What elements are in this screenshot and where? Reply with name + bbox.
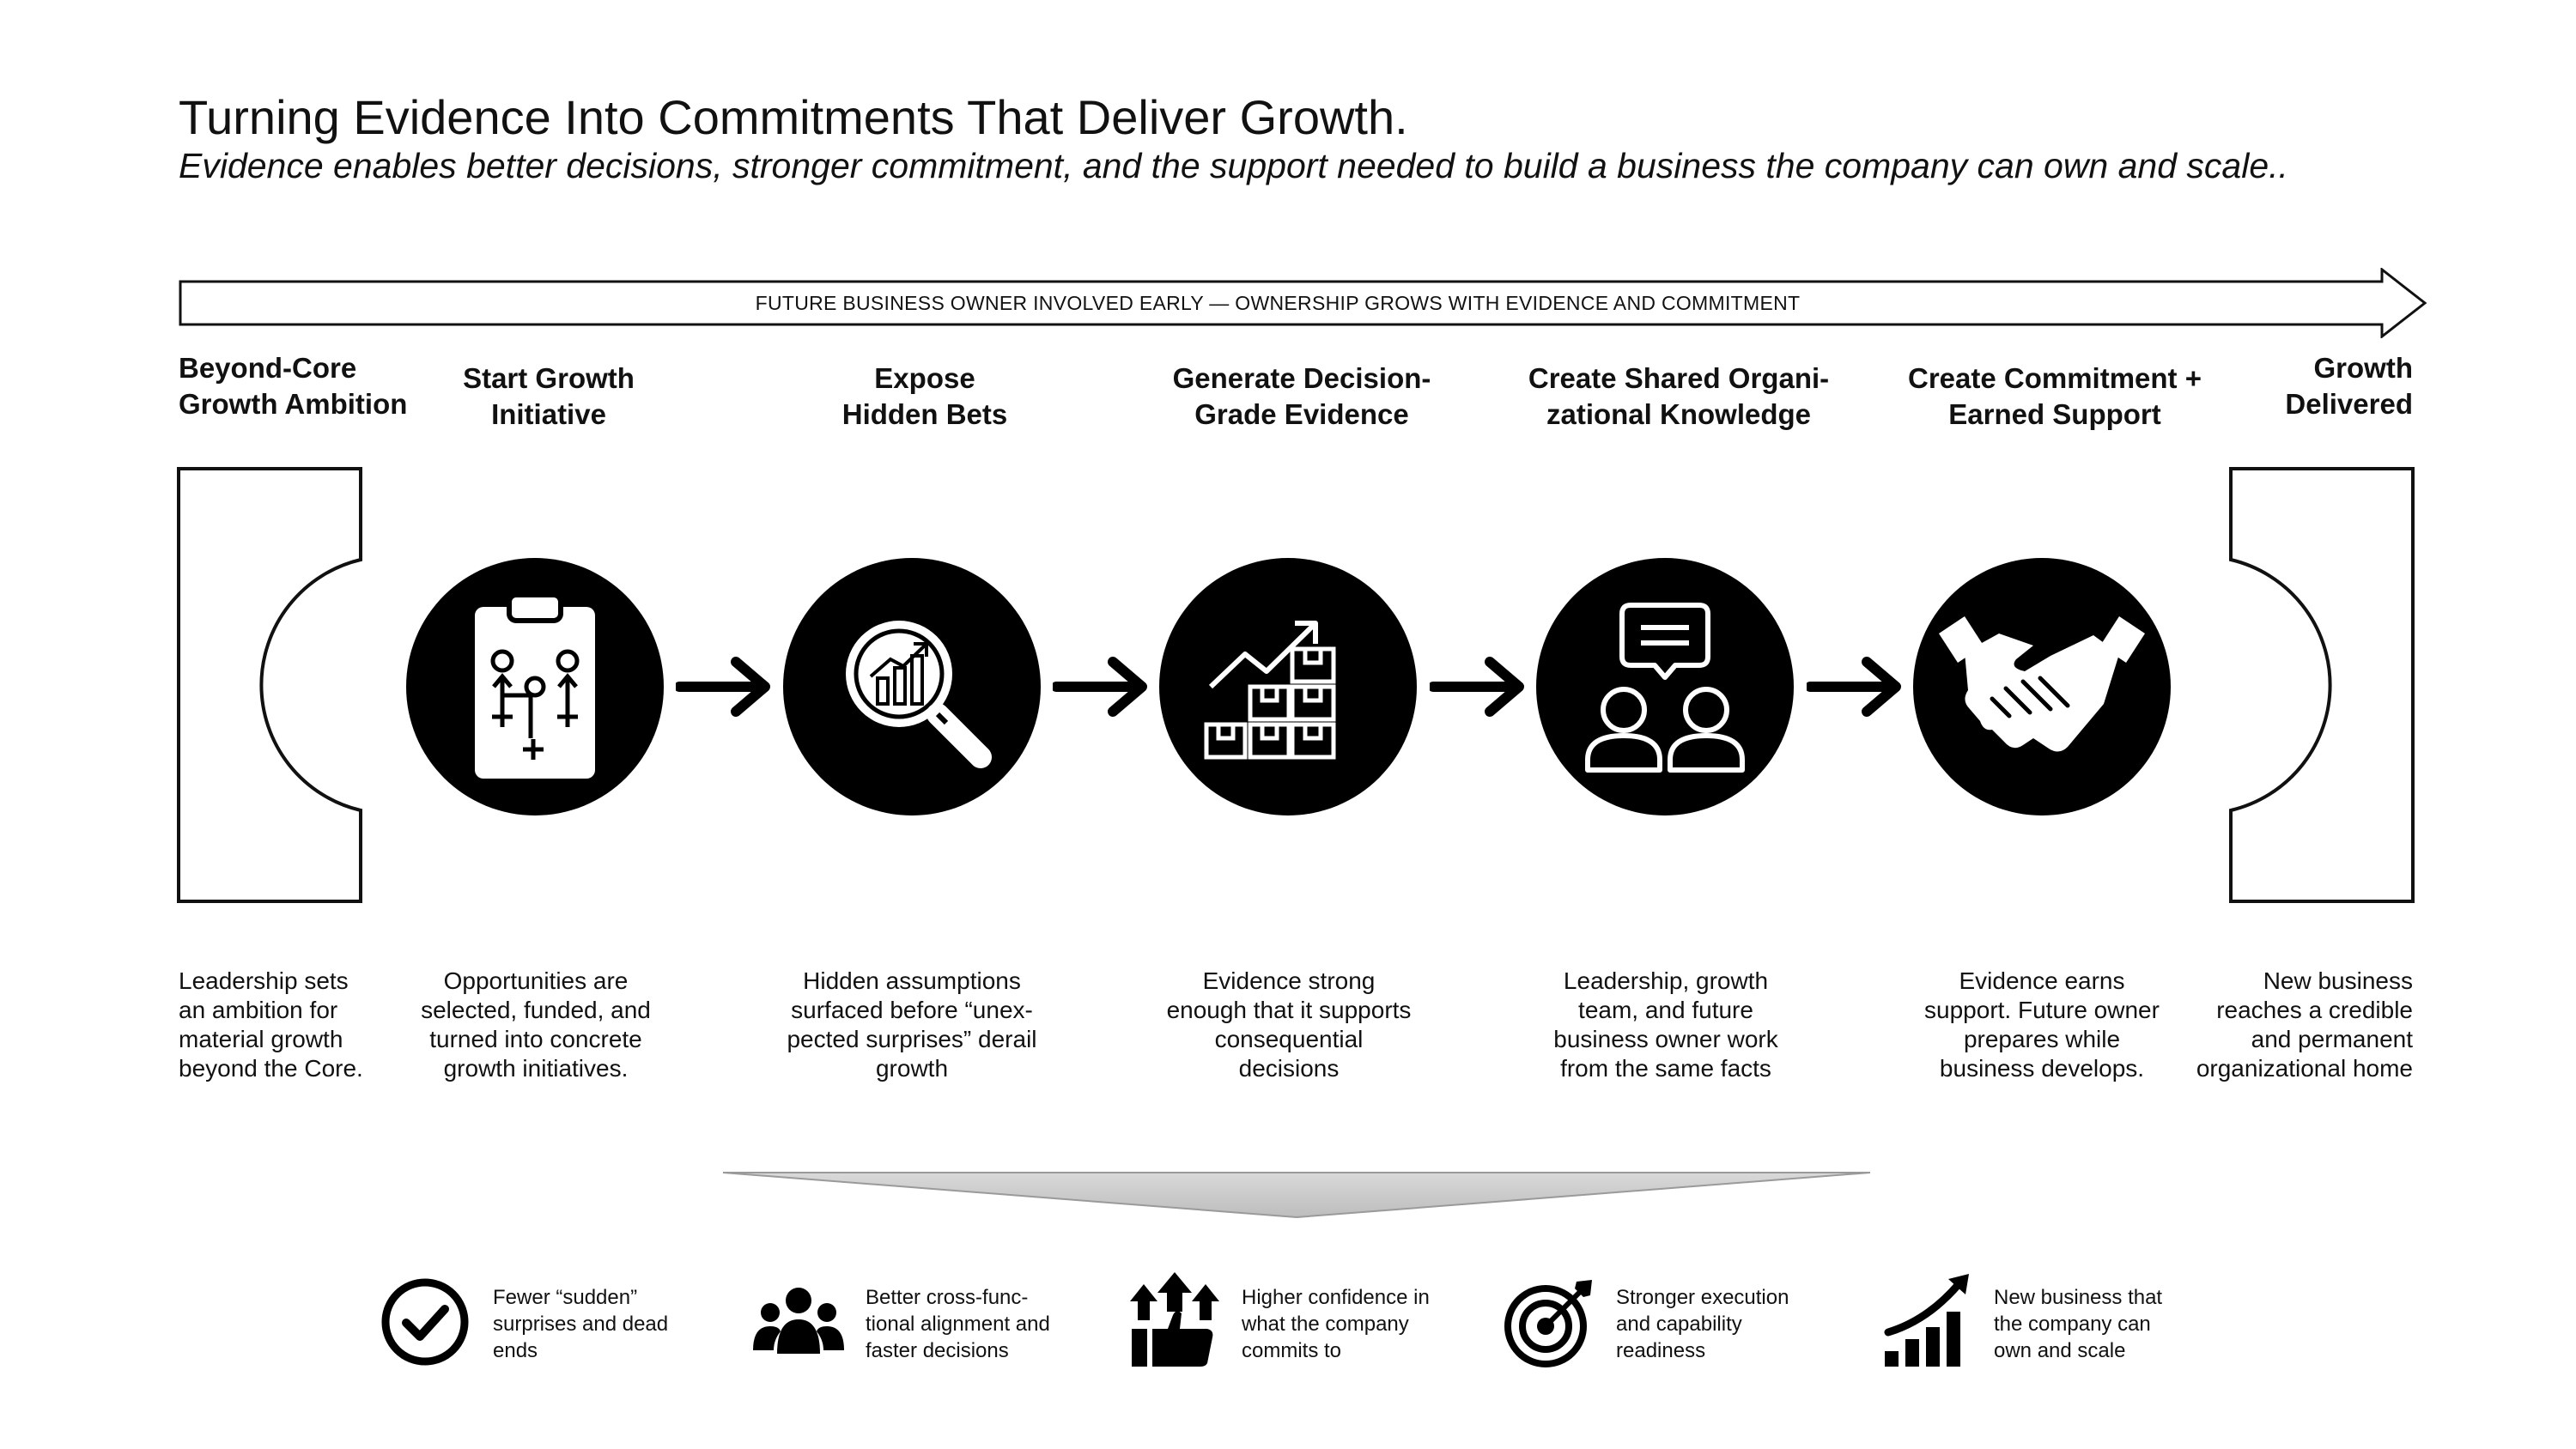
left-bracket-shape bbox=[177, 467, 366, 909]
desc-line: selected, funded, and bbox=[421, 997, 651, 1023]
stage-description-generate-evidence: Evidence strong enough that it supports … bbox=[1151, 967, 1426, 1083]
desc-line: decisions bbox=[1238, 1055, 1340, 1082]
page-title: Turning Evidence Into Commitments That D… bbox=[179, 90, 1408, 144]
desc-line: business owner work bbox=[1553, 1026, 1778, 1052]
benefit-line: Higher confidence in bbox=[1242, 1286, 1430, 1309]
benefit-line: Fewer “sudden” bbox=[493, 1286, 638, 1309]
stage-heading-shared-knowledge: Create Shared Organi- zational Knowledge bbox=[1507, 361, 1850, 433]
stage-heading-generate-evidence: Generate Decision- Grade Evidence bbox=[1130, 361, 1473, 433]
heading-line: Start Growth bbox=[463, 362, 635, 394]
stage-heading-expose-bets: Expose Hidden Bets bbox=[753, 361, 1097, 433]
heading-line: Expose bbox=[874, 362, 975, 394]
desc-line: pected surprises” derail bbox=[787, 1026, 1037, 1052]
benefit-line: ends bbox=[493, 1339, 538, 1362]
benefit-line: surprises and dead bbox=[493, 1313, 669, 1336]
thumbs-up-arrows-icon bbox=[1123, 1269, 1226, 1372]
desc-line: Leadership sets bbox=[179, 967, 349, 994]
desc-line: New business bbox=[2263, 967, 2413, 994]
flow-arrow bbox=[1805, 657, 1910, 717]
desc-line: organizational home bbox=[2196, 1055, 2413, 1082]
handshake-icon bbox=[1913, 558, 2171, 815]
benefit-text-execution: Stronger execution and capability readin… bbox=[1616, 1284, 1831, 1364]
flow-arrow bbox=[674, 657, 779, 717]
stage-heading-beyond-core: Beyond-Core Growth Ambition bbox=[179, 350, 407, 422]
desc-line: reaches a credible bbox=[2216, 997, 2413, 1023]
heading-line: Growth Ambition bbox=[179, 388, 408, 420]
desc-line: support. Future owner bbox=[1924, 997, 2160, 1023]
desc-line: Evidence earns bbox=[1959, 967, 2125, 994]
heading-line: zational Knowledge bbox=[1546, 398, 1812, 430]
stage-description-growth-delivered: New business reaches a credible and perm… bbox=[2138, 967, 2413, 1083]
desc-line: turned into concrete bbox=[429, 1026, 642, 1052]
clipboard-strategy-icon bbox=[406, 558, 664, 815]
heading-line: Beyond-Core bbox=[179, 352, 357, 384]
stage-description-start-growth: Opportunities are selected, funded, and … bbox=[398, 967, 673, 1083]
summary-funnel-shape bbox=[721, 1169, 1872, 1225]
stage-description-beyond-core: Leadership sets an ambition for material… bbox=[179, 967, 402, 1083]
heading-line: Create Commitment + bbox=[1907, 362, 2202, 394]
flow-arrow bbox=[1428, 657, 1533, 717]
stage-description-commitment-support: Evidence earns support. Future owner pre… bbox=[1905, 967, 2179, 1083]
benefit-line: readiness bbox=[1616, 1339, 1706, 1362]
benefit-line: what the company bbox=[1242, 1313, 1409, 1336]
desc-line: Opportunities are bbox=[443, 967, 629, 994]
desc-line: material growth bbox=[179, 1026, 343, 1052]
people-chat-icon bbox=[1536, 558, 1794, 815]
desc-line: business develops. bbox=[1939, 1055, 2145, 1082]
benefit-text-alignment: Better cross-func- tional alignment and … bbox=[866, 1284, 1080, 1364]
checkmark-circle-icon bbox=[374, 1270, 477, 1373]
growth-bars-icon bbox=[1876, 1269, 1979, 1372]
heading-line: Growth bbox=[2313, 352, 2413, 384]
desc-line: and permanent bbox=[2251, 1026, 2413, 1052]
heading-line: Grade Evidence bbox=[1194, 398, 1409, 430]
benefit-line: commits to bbox=[1242, 1339, 1342, 1362]
magnifier-chart-icon bbox=[783, 558, 1041, 815]
heading-line: Initiative bbox=[491, 398, 606, 430]
desc-line: growth bbox=[875, 1055, 949, 1082]
desc-line: consequential bbox=[1214, 1026, 1364, 1052]
right-bracket-shape bbox=[2226, 467, 2415, 909]
desc-line: prepares while bbox=[1963, 1026, 2121, 1052]
desc-line: team, and future bbox=[1578, 997, 1753, 1023]
benefit-line: tional alignment and bbox=[866, 1313, 1050, 1336]
desc-line: beyond the Core. bbox=[179, 1055, 363, 1082]
desc-line: surfaced before “unex- bbox=[791, 997, 1033, 1023]
ownership-banner-arrow: FUTURE BUSINESS OWNER INVOLVED EARLY — O… bbox=[179, 268, 2428, 338]
benefit-text-fewer-surprises: Fewer “sudden” surprises and dead ends bbox=[493, 1284, 708, 1364]
desc-line: Leadership, growth bbox=[1563, 967, 1769, 994]
stage-heading-growth-delivered: Growth Delivered bbox=[2155, 350, 2413, 422]
desc-line: enough that it supports bbox=[1166, 997, 1412, 1023]
benefit-line: own and scale bbox=[1994, 1339, 2126, 1362]
target-icon bbox=[1498, 1270, 1601, 1373]
page-subtitle: Evidence enables better decisions, stron… bbox=[179, 146, 2288, 185]
stage-heading-commitment-support: Create Commitment + Earned Support bbox=[1883, 361, 2227, 433]
benefit-line: New business that bbox=[1994, 1286, 2163, 1309]
heading-line: Generate Decision- bbox=[1172, 362, 1431, 394]
desc-line: from the same facts bbox=[1560, 1055, 1771, 1082]
heading-line: Delivered bbox=[2285, 388, 2413, 420]
growth-boxes-icon bbox=[1159, 558, 1417, 815]
stage-heading-start-growth: Start Growth Initiative bbox=[377, 361, 720, 433]
heading-line: Create Shared Organi- bbox=[1528, 362, 1830, 394]
heading-line: Earned Support bbox=[1948, 398, 2161, 430]
stage-description-expose-bets: Hidden assumptions surfaced before “unex… bbox=[775, 967, 1049, 1083]
benefit-line: and capability bbox=[1616, 1313, 1742, 1336]
benefit-line: faster decisions bbox=[866, 1339, 1009, 1362]
desc-line: Hidden assumptions bbox=[803, 967, 1021, 994]
desc-line: an ambition for bbox=[179, 997, 338, 1023]
benefit-line: Better cross-func- bbox=[866, 1286, 1029, 1309]
stage-description-shared-knowledge: Leadership, growth team, and future busi… bbox=[1528, 967, 1803, 1083]
heading-line: Hidden Bets bbox=[841, 398, 1008, 430]
benefit-text-confidence: Higher confidence in what the company co… bbox=[1242, 1284, 1456, 1364]
benefit-line: Stronger execution bbox=[1616, 1286, 1789, 1309]
desc-line: Evidence strong bbox=[1202, 967, 1376, 994]
benefit-text-new-business: New business that the company can own an… bbox=[1994, 1284, 2208, 1364]
flow-arrow bbox=[1051, 657, 1156, 717]
benefit-line: the company can bbox=[1994, 1313, 2151, 1336]
banner-text: FUTURE BUSINESS OWNER INVOLVED EARLY — O… bbox=[755, 291, 1801, 314]
desc-line: growth initiatives. bbox=[443, 1055, 629, 1082]
group-icon bbox=[747, 1270, 850, 1373]
